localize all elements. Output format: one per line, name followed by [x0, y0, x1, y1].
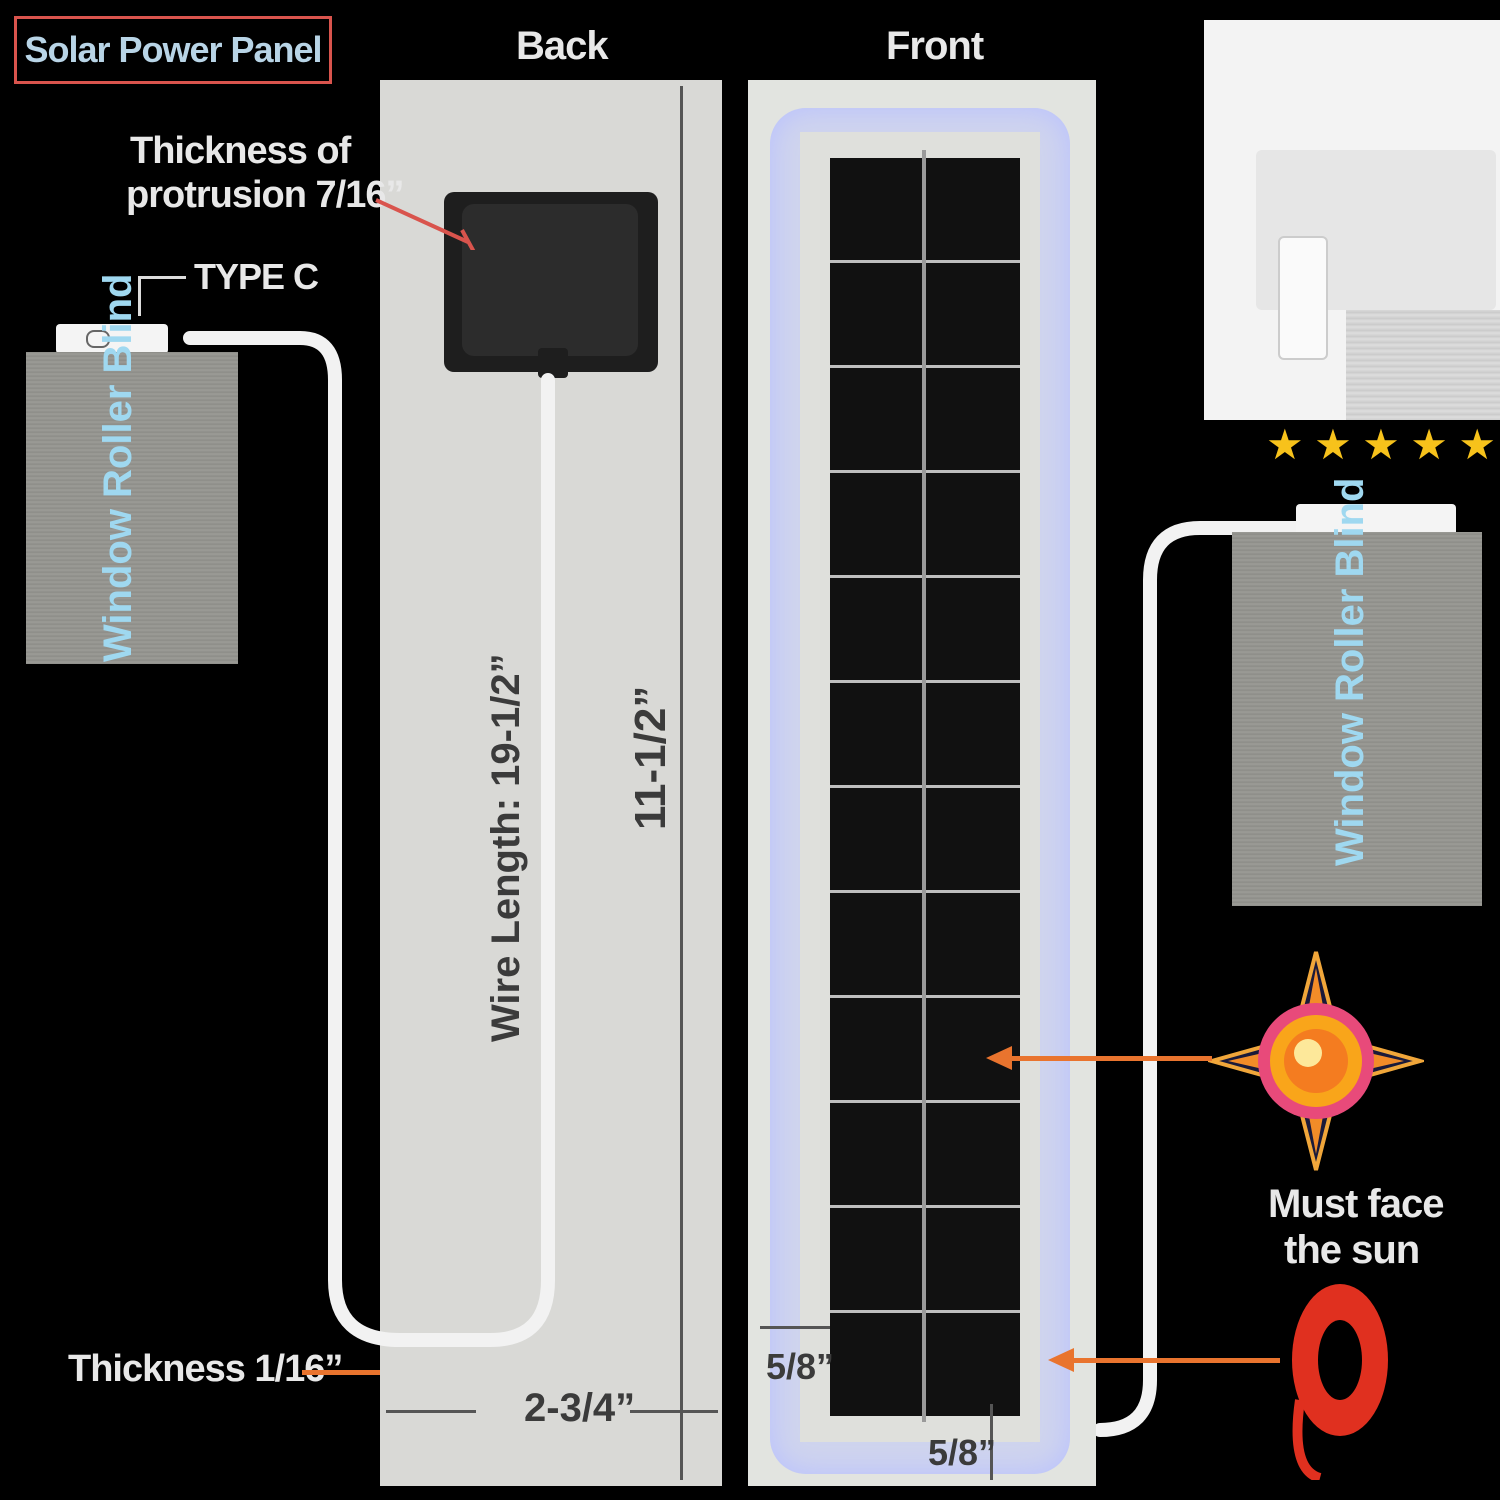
back-view-label: Back	[516, 24, 609, 68]
roller-blind-left-label: Window Roller Blind	[96, 273, 140, 663]
tape-pointer	[1074, 1358, 1280, 1363]
sun-pointer-head	[986, 1046, 1012, 1070]
tape-pointer-head	[1048, 1348, 1074, 1372]
star-icon: ★	[1362, 421, 1400, 468]
sun-compass-icon	[1208, 951, 1424, 1171]
tape-roll-icon	[1292, 1284, 1388, 1480]
cable-gland	[538, 348, 568, 378]
star-icon: ★	[1266, 421, 1304, 468]
bottom-margin-dim	[990, 1404, 993, 1480]
width-dim-left	[386, 1410, 476, 1413]
connector-pointer-v	[138, 276, 141, 316]
side-margin-dim	[760, 1326, 830, 1329]
usb-c-port-icon	[86, 330, 110, 348]
solar-busbar	[922, 150, 926, 1422]
bottom-margin-label: 5/8”	[928, 1432, 997, 1473]
protrusion-pointer	[375, 198, 476, 250]
title-box: Solar Power Panel	[14, 16, 332, 84]
width-label: 2-3/4”	[524, 1386, 636, 1430]
side-margin-label: 5/8”	[766, 1346, 835, 1387]
roller-blind-right-label: Window Roller Blind	[1328, 477, 1372, 867]
front-view-label: Front	[886, 24, 984, 68]
thickness-label: Thickness 1/16”	[68, 1348, 343, 1390]
protrusion-label-line2: protrusion 7/16”	[126, 174, 404, 216]
star-icon: ★	[1410, 421, 1448, 468]
sun-label-line1: Must face	[1268, 1182, 1444, 1226]
protrusion-label-line1: Thickness of	[130, 130, 351, 172]
roller-blind-left	[26, 352, 238, 664]
star-icon: ★	[1458, 421, 1496, 468]
sun-pointer	[1012, 1056, 1212, 1061]
roller-blind-right	[1232, 532, 1482, 906]
page-title: Solar Power Panel	[24, 29, 322, 70]
connector-label: TYPE C	[194, 256, 319, 297]
usb-c-connector-left	[56, 324, 168, 354]
connector-pointer-h	[138, 276, 186, 279]
mounted-photo-plug	[1278, 236, 1328, 360]
sun-label-line2: the sun	[1284, 1228, 1420, 1272]
star-icon: ★	[1314, 421, 1352, 468]
rating-stars: ★ ★ ★ ★ ★	[1266, 420, 1496, 469]
height-dimension-line	[680, 86, 683, 1480]
mounted-photo-fabric	[1346, 310, 1500, 420]
width-dim-right	[630, 1410, 718, 1413]
thickness-pointer	[302, 1370, 380, 1375]
junction-box-cover	[462, 204, 638, 356]
